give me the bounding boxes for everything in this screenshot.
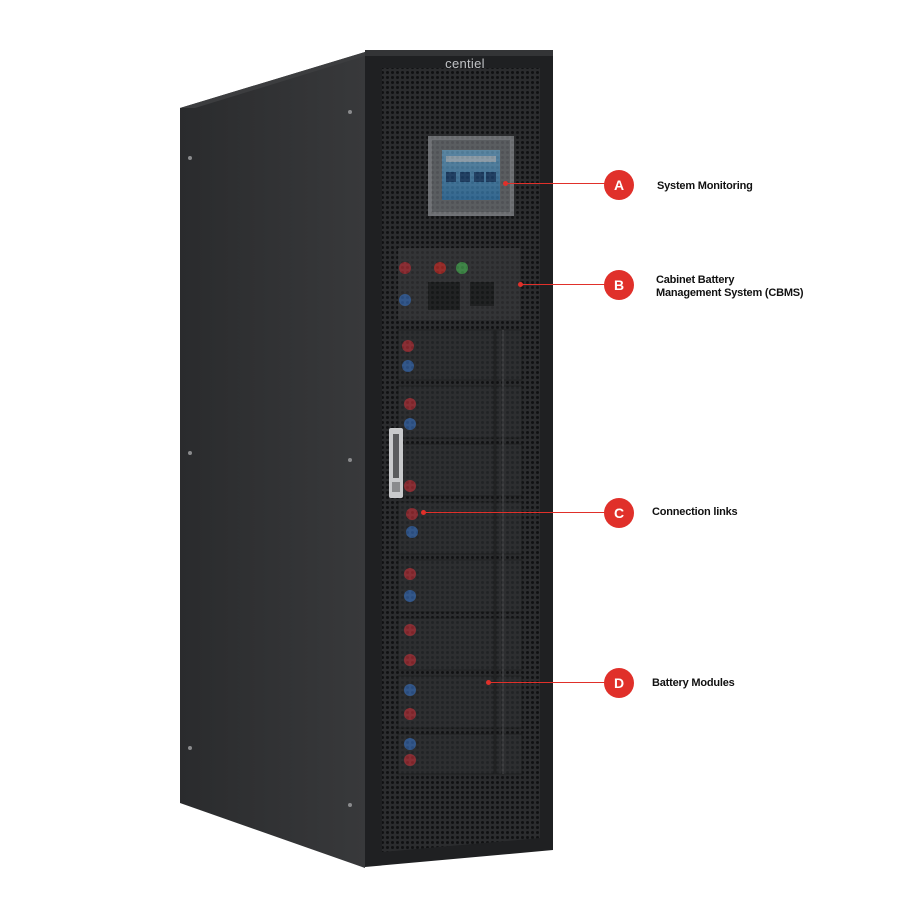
screw-icon bbox=[188, 451, 192, 455]
callout-b-line bbox=[521, 284, 606, 285]
cabinet-side-panel bbox=[180, 52, 378, 868]
callout-d-line bbox=[489, 682, 606, 683]
callout-a-label-line: System Monitoring bbox=[657, 180, 753, 192]
callout-b-label: Cabinet Battery Management System (CBMS) bbox=[656, 274, 804, 300]
callout-d-label: Battery Modules bbox=[652, 677, 735, 690]
screw-icon bbox=[188, 746, 192, 750]
screw-icon bbox=[348, 803, 352, 807]
brand-logo: centiel bbox=[445, 56, 485, 71]
callout-c-dot bbox=[421, 510, 426, 515]
callout-c-label: Connection links bbox=[652, 506, 738, 519]
callout-b-label-line: Cabinet Battery bbox=[656, 274, 735, 286]
screw-icon bbox=[188, 156, 192, 160]
callout-c-label-line: Connection links bbox=[652, 506, 738, 518]
callout-d-label-line: Battery Modules bbox=[652, 677, 735, 689]
callout-a-badge: A bbox=[604, 170, 634, 200]
door-handle bbox=[389, 428, 403, 498]
callout-c-line bbox=[424, 512, 606, 513]
screw-icon bbox=[348, 458, 352, 462]
callout-b-badge: B bbox=[604, 270, 634, 300]
callout-b-dot bbox=[518, 282, 523, 287]
callout-a-label: System Monitoring bbox=[657, 180, 753, 193]
callout-c-badge: C bbox=[604, 498, 634, 528]
callout-a-dot bbox=[503, 181, 508, 186]
callout-b-label-line: Management System (CBMS) bbox=[656, 287, 804, 299]
callout-a-line bbox=[506, 183, 606, 184]
callout-d-dot bbox=[486, 680, 491, 685]
callout-d-badge: D bbox=[604, 668, 634, 698]
screw-icon bbox=[348, 110, 352, 114]
